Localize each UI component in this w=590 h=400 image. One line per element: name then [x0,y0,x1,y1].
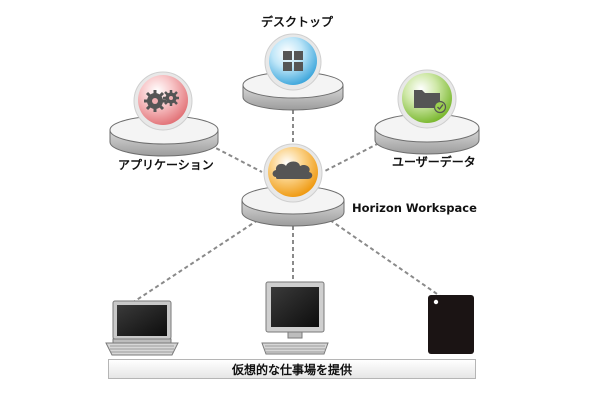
caption-text: 仮想的な仕事場を提供 [231,362,352,377]
connectors [131,110,441,304]
platform [241,185,345,227]
desktop-label: デスクトップ [261,15,334,29]
applications-label: アプリケーション [118,158,214,172]
desktop-node [242,33,344,111]
laptop-icon [105,300,179,356]
connector-hub-tablet [329,219,441,297]
tablet-device [428,295,474,354]
hub-label: Horizon Workspace [352,201,477,215]
connector-apps-hub [209,144,263,173]
user-data-label: ユーザーデータ [392,155,476,169]
hub-node [241,143,345,227]
monitor-keyboard-icon [261,281,329,355]
user-data-node [374,69,480,155]
caption-banner: 仮想的な仕事場を提供 [108,359,476,379]
cloud-icon [272,161,313,179]
tablet-icon [428,295,474,354]
applications-node [109,71,219,157]
gears-icon [144,90,179,112]
connector-userdata-hub [322,139,386,173]
desktop-pc-device [261,281,329,355]
folder-check-icon [414,90,447,114]
windows-tiles-icon [283,51,303,71]
connector-hub-laptop [131,219,259,304]
laptop-device [105,300,179,356]
